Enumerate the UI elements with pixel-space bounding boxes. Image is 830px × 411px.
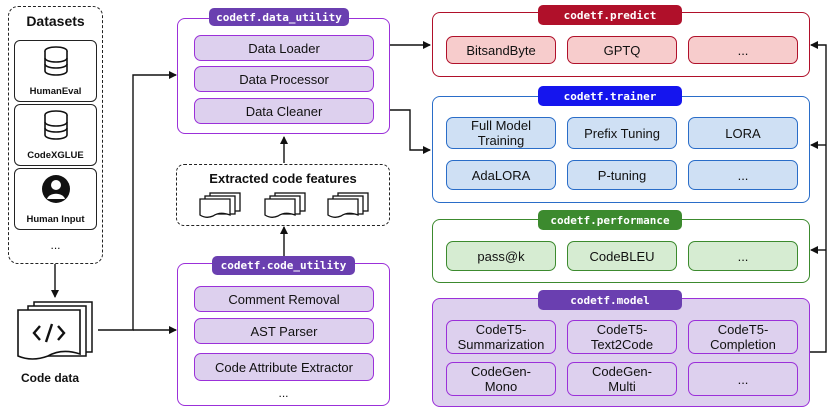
ast-parser-button[interactable]: AST Parser: [194, 318, 374, 344]
data-utility-tag: codetf.data_utility: [209, 8, 349, 26]
code-file-icon: [17, 301, 93, 360]
code-attribute-extractor-button[interactable]: Code Attribute Extractor: [194, 353, 374, 381]
codet5-summarization-button[interactable]: CodeT5- Summarization: [446, 320, 556, 354]
codet5-text2code-button[interactable]: CodeT5- Text2Code: [567, 320, 677, 354]
arrow-code-to-utilities: [98, 71, 177, 331]
model-tag: codetf.model: [538, 290, 682, 310]
user-icon: [42, 175, 70, 203]
dataset-label: CodeXGLUE: [27, 150, 84, 161]
features-title: Extracted code features: [209, 171, 357, 186]
trainer-tag: codetf.trainer: [538, 86, 682, 106]
datasets-panel: [8, 6, 103, 264]
arrow-data-utility-to-trainer: [390, 109, 431, 154]
dataset-label: Human Input: [26, 214, 85, 225]
performance-tag: codetf.performance: [538, 210, 682, 230]
pass-at-k-button[interactable]: pass@k: [446, 241, 556, 271]
code-utility-more: ...: [278, 386, 289, 400]
features-panel: [176, 164, 390, 226]
model-more-button[interactable]: ...: [688, 362, 798, 396]
database-icon: [44, 110, 68, 140]
performance-more-button[interactable]: ...: [688, 241, 798, 271]
full-model-training-button[interactable]: Full Model Training: [446, 117, 556, 149]
predict-more-button[interactable]: ...: [688, 36, 798, 64]
data-cleaner-button[interactable]: Data Cleaner: [194, 98, 374, 124]
document-stack-icon: [327, 192, 369, 218]
lora-button[interactable]: LORA: [688, 117, 798, 149]
codegen-multi-button[interactable]: CodeGen- Multi: [567, 362, 677, 396]
gptq-button[interactable]: GPTQ: [567, 36, 677, 64]
codet5-completion-button[interactable]: CodeT5- Completion: [688, 320, 798, 354]
data-loader-button[interactable]: Data Loader: [194, 35, 374, 61]
comment-removal-button[interactable]: Comment Removal: [194, 286, 374, 312]
dataset-humaneval: HumanEval: [14, 40, 97, 102]
predict-tag: codetf.predict: [538, 5, 682, 25]
dataset-human-input: Human Input: [14, 168, 97, 230]
p-tuning-button[interactable]: P-tuning: [567, 160, 677, 190]
datasets-more: ...: [50, 238, 61, 252]
code-data-label: Code data: [20, 371, 79, 385]
data-processor-button[interactable]: Data Processor: [194, 66, 374, 92]
trainer-more-button[interactable]: ...: [688, 160, 798, 190]
dataset-codexglue: CodeXGLUE: [14, 104, 97, 166]
document-stack-icon: [264, 192, 306, 218]
bitsandbyte-button[interactable]: BitsandByte: [446, 36, 556, 64]
adalora-button[interactable]: AdaLORA: [446, 160, 556, 190]
document-stack-icon: [199, 192, 241, 218]
arrow-model-feedback: [808, 41, 827, 353]
codegen-mono-button[interactable]: CodeGen- Mono: [446, 362, 556, 396]
dataset-label: HumanEval: [29, 86, 82, 97]
prefix-tuning-button[interactable]: Prefix Tuning: [567, 117, 677, 149]
database-icon: [44, 46, 68, 76]
codebleu-button[interactable]: CodeBLEU: [567, 241, 677, 271]
datasets-title: Datasets: [26, 13, 85, 29]
code-utility-tag: codetf.code_utility: [212, 256, 355, 275]
